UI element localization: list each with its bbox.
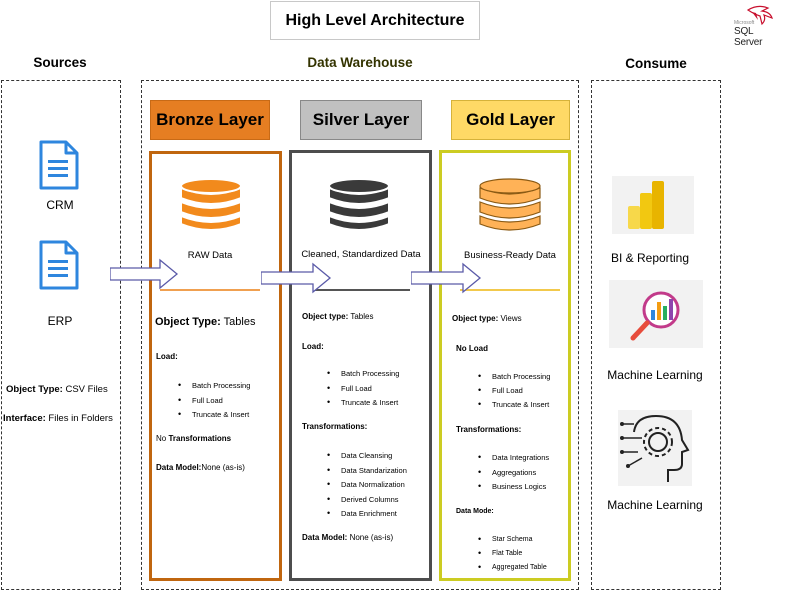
- silver-model-value: None (as-is): [347, 533, 394, 542]
- gold-layer-header: Gold Layer: [451, 100, 570, 140]
- bronze-model-label: Data Model:: [156, 463, 202, 472]
- bronze-transform-prefix: No: [156, 434, 169, 443]
- list-item: Aggregated Table: [478, 560, 547, 575]
- list-item: Data Normalization: [327, 477, 407, 493]
- database-icon: [179, 178, 243, 237]
- logo-small-text: Microsoft: [734, 20, 755, 26]
- list-item: Full Load: [327, 381, 399, 397]
- gold-load-label: No Load: [456, 344, 488, 353]
- object-type-value: CSV Files: [62, 384, 108, 395]
- bronze-layer-header: Bronze Layer: [150, 100, 270, 140]
- flow-arrow: [109, 258, 180, 295]
- silver-transform-list: Data Cleansing Data Standarization Data …: [327, 448, 407, 522]
- database-icon: [327, 178, 391, 237]
- list-item: Batch Processing: [327, 366, 399, 382]
- document-icon: [38, 240, 80, 295]
- list-item: Data Enrichment: [327, 506, 407, 522]
- list-item: Data Integrations: [478, 450, 549, 466]
- flow-arrow: [260, 262, 333, 299]
- sources-interface: Interface: Files in Folders: [3, 413, 113, 424]
- list-item: Derived Columns: [327, 492, 407, 508]
- logo-text: SQL Server: [734, 26, 763, 48]
- bronze-transformations: No Transformations: [156, 434, 231, 443]
- bronze-model-value: None (as-is): [201, 463, 245, 472]
- warehouse-heading: Data Warehouse: [307, 55, 413, 70]
- list-item: Flat Table: [478, 546, 547, 561]
- bronze-object-type-label: Object Type:: [155, 316, 221, 328]
- analytics-magnifier-icon: [609, 280, 703, 348]
- gold-model-label: Data Mode:: [456, 508, 494, 515]
- list-item: Full Load: [178, 393, 250, 409]
- gold-load-list: Batch Processing Full Load Truncate & In…: [478, 369, 550, 412]
- silver-layer-box: [289, 150, 432, 581]
- silver-model-label: Data Model:: [302, 533, 348, 542]
- sources-heading: Sources: [33, 55, 87, 70]
- bronze-caption: RAW Data: [187, 250, 233, 261]
- sources-container: [1, 80, 121, 590]
- bronze-load-label: Load:: [156, 352, 178, 361]
- power-bi-icon: [612, 176, 694, 234]
- silver-transform-label: Transformations:: [302, 422, 368, 431]
- bronze-data-model: Data Model:None (as-is): [156, 463, 245, 472]
- gold-object-type-label: Object type:: [452, 314, 499, 323]
- flow-arrow: [410, 262, 483, 299]
- database-icon: [478, 178, 542, 237]
- list-item: Truncate & Insert: [327, 395, 399, 411]
- silver-object-type-value: Tables: [348, 312, 374, 321]
- list-item: Data Standarization: [327, 463, 407, 479]
- source-crm-label: CRM: [46, 198, 74, 212]
- gold-transform-list: Data Integrations Aggregations Business …: [478, 450, 549, 495]
- diagram-title: High Level Architecture: [270, 1, 480, 40]
- list-item: Truncate & Insert: [478, 397, 550, 412]
- document-icon: [38, 140, 80, 195]
- silver-data-model: Data Model: None (as-is): [302, 533, 393, 542]
- silver-divider: [313, 289, 410, 291]
- gold-divider: [460, 289, 560, 291]
- consume-container: [591, 80, 721, 590]
- sql-server-logo: Microsoft SQL Server: [728, 2, 782, 48]
- silver-object-type-label: Object type:: [302, 312, 349, 321]
- gold-object-type: Object type: Views: [452, 314, 522, 323]
- silver-object-type: Object type: Tables: [302, 312, 373, 321]
- bronze-layer-box: [149, 151, 282, 581]
- silver-caption: Cleaned, Standardized Data: [301, 249, 421, 260]
- sources-object-type: Object Type: CSV Files: [6, 384, 108, 395]
- silver-load-list: Batch Processing Full Load Truncate & In…: [327, 366, 399, 411]
- list-item: Batch Processing: [478, 369, 550, 384]
- gold-layer-box: [439, 150, 571, 581]
- source-erp-label: ERP: [47, 314, 73, 328]
- list-item: Business Logics: [478, 479, 549, 495]
- gold-transform-label: Transformations:: [456, 425, 522, 434]
- list-item: Full Load: [478, 383, 550, 398]
- consume-label-ml-1: Machine Learning: [607, 368, 703, 382]
- list-item: Data Cleansing: [327, 448, 407, 464]
- consume-label-ml-2: Machine Learning: [607, 498, 703, 512]
- interface-label: Interface:: [3, 413, 46, 424]
- list-item: Batch Processing: [178, 378, 250, 394]
- bronze-load-list: Batch Processing Full Load Truncate & In…: [178, 378, 250, 423]
- gold-caption: Business-Ready Data: [464, 250, 556, 261]
- interface-value: Files in Folders: [45, 413, 113, 424]
- gold-model-list: Star Schema Flat Table Aggregated Table: [478, 532, 547, 575]
- warehouse-container: [141, 80, 579, 590]
- bronze-transform-label: Transformations: [168, 434, 232, 443]
- bronze-object-type: Object Type: Tables: [155, 316, 255, 328]
- bronze-divider: [160, 289, 260, 291]
- object-type-label: Object Type:: [6, 384, 63, 395]
- list-item: Aggregations: [478, 465, 549, 481]
- consume-heading: Consume: [625, 56, 687, 71]
- consume-label-bi: BI & Reporting: [610, 251, 690, 265]
- list-item: Truncate & Insert: [178, 407, 250, 423]
- gold-object-type-value: Views: [498, 314, 522, 323]
- ai-head-gear-icon: [618, 410, 692, 486]
- silver-load-label: Load:: [302, 342, 324, 351]
- bronze-object-type-value: Tables: [220, 316, 256, 328]
- silver-layer-header: Silver Layer: [300, 100, 422, 140]
- list-item: Star Schema: [478, 532, 547, 547]
